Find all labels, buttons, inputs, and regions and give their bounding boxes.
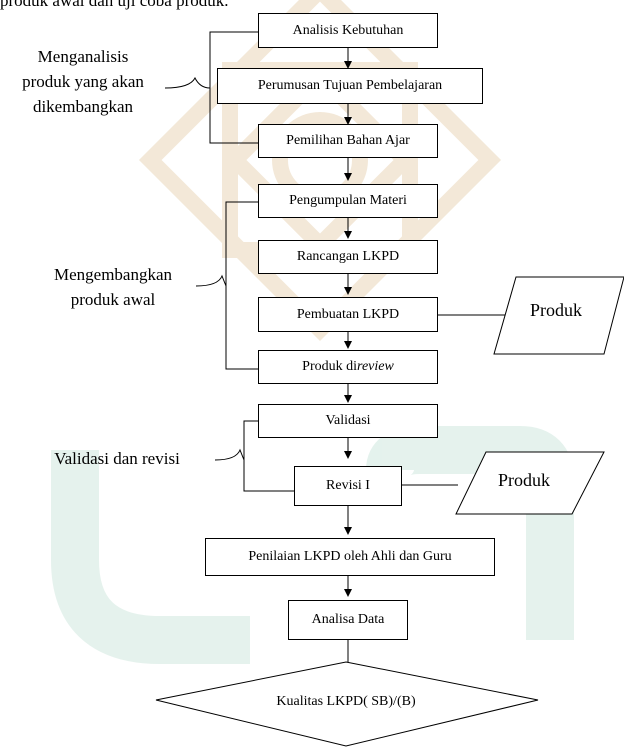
step-pengumpulan-materi: Pengumpulan Materi — [258, 184, 438, 218]
step-analisis-kebutuhan: Analisis Kebutuhan — [258, 13, 438, 48]
step-rancangan-lkpd: Rancangan LKPD — [258, 240, 438, 274]
header-text: produk awal dan uji coba produk. — [0, 0, 229, 10]
phase-mengembangkan-line1: Mengembangkan — [53, 265, 173, 284]
step-validasi: Validasi — [258, 404, 438, 438]
step-revisi: Revisi I — [294, 466, 402, 506]
step-perumusan-tujuan: Perumusan Tujuan Pembelajaran — [217, 68, 483, 104]
decision-kualitas-lkpd: Kualitas LKPD( SB)/(B) — [276, 694, 416, 709]
step-penilaian-lkpd: Penilaian LKPD oleh Ahli dan Guru — [205, 538, 495, 576]
phase-mengembangkan-line2: produk awal — [70, 290, 156, 309]
review-italic: review — [357, 359, 394, 374]
phase-menganalisis-line3: dikembangkan — [32, 97, 134, 116]
phase-mengembangkan: Mengembangkan produk awal — [30, 262, 196, 312]
step-pembuatan-lkpd: Pembuatan LKPD — [258, 297, 438, 332]
output-produk-1: Produk — [530, 300, 583, 320]
step-pemilihan-bahan-ajar: Pemilihan Bahan Ajar — [258, 124, 438, 158]
phase-validasi-line1: Validasi dan revisi — [54, 449, 180, 468]
phase-menganalisis: Menganalisis produk yang akan dikembangk… — [4, 44, 162, 119]
phase-menganalisis-line2: produk yang akan — [22, 72, 144, 91]
phase-menganalisis-line1: Menganalisis — [37, 47, 129, 66]
output-produk-2: Produk — [498, 470, 551, 490]
step-analisa-data: Analisa Data — [288, 600, 408, 640]
phase-validasi-revisi: Validasi dan revisi — [22, 446, 212, 471]
review-prefix: Produk di — [302, 359, 358, 374]
